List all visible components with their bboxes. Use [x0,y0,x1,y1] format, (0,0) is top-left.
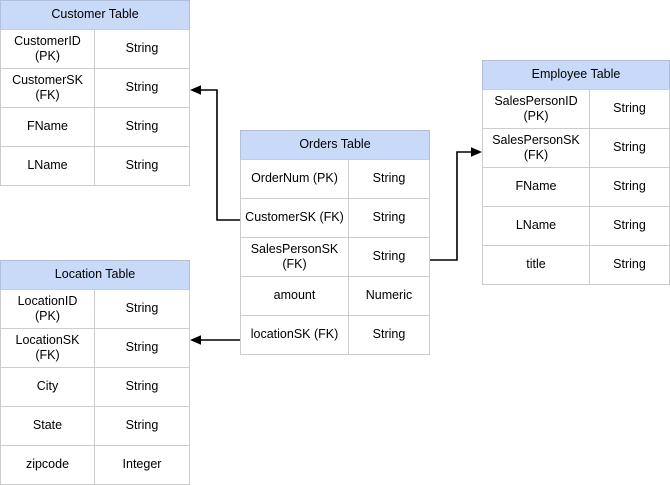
field-name: zipcode [0,445,95,485]
relationship-orders-to-employee [430,147,482,261]
field-name: CustomerSK (FK) [240,198,349,238]
entity-field-row[interactable]: LocationSK (FK) String [0,328,190,368]
entity-field-row[interactable]: SalesPersonSK (FK) String [240,237,430,277]
field-type: String [94,328,190,368]
field-name: locationSK (FK) [240,315,349,355]
entity-field-row[interactable]: title String [482,245,670,285]
entity-header-row: Customer Table [0,0,190,30]
field-type: String [94,107,190,147]
entity-header-row: Employee Table [482,60,670,90]
entity-field-row[interactable]: SalesPersonID (PK) String [482,89,670,129]
field-name: LocationSK (FK) [0,328,95,368]
entity-table-orders[interactable]: Orders Table OrderNum (PK) String Custom… [240,130,430,355]
field-type: String [94,29,190,69]
field-name: amount [240,276,349,316]
field-name: LName [0,146,95,186]
field-type: String [348,237,430,277]
field-type: String [94,367,190,407]
entity-title: Employee Table [482,60,670,90]
entity-title: Orders Table [240,130,430,160]
field-type: String [94,68,190,108]
field-type: Numeric [348,276,430,316]
field-type: Integer [94,445,190,485]
entity-field-row[interactable]: City String [0,367,190,407]
entity-field-row[interactable]: LName String [482,206,670,246]
field-type: String [589,206,670,246]
field-name: title [482,245,590,285]
field-name: FName [0,107,95,147]
entity-table-customer[interactable]: Customer Table CustomerID (PK) String Cu… [0,0,190,186]
entity-table-employee[interactable]: Employee Table SalesPersonID (PK) String… [482,60,670,285]
arrowhead-left-icon [190,85,201,95]
entity-field-row[interactable]: OrderNum (PK) String [240,159,430,199]
entity-header-row: Orders Table [240,130,430,160]
field-name: SalesPersonSK (FK) [482,128,590,168]
field-type: String [94,146,190,186]
field-type: String [94,289,190,329]
entity-field-row[interactable]: FName String [0,107,190,147]
entity-field-row[interactable]: CustomerID (PK) String [0,29,190,69]
entity-header-row: Location Table [0,260,190,290]
field-type: String [348,159,430,199]
field-name: FName [482,167,590,207]
entity-field-row[interactable]: SalesPersonSK (FK) String [482,128,670,168]
field-name: SalesPersonSK (FK) [240,237,349,277]
entity-field-row[interactable]: State String [0,406,190,446]
entity-field-row[interactable]: zipcode Integer [0,445,190,485]
field-name: City [0,367,95,407]
field-type: String [348,198,430,238]
arrowhead-right-icon [471,147,482,157]
field-name: CustomerSK (FK) [0,68,95,108]
relationship-orders-to-customer [190,85,240,221]
field-type: String [589,128,670,168]
field-type: String [589,89,670,129]
entity-table-location[interactable]: Location Table LocationID (PK) String Lo… [0,260,190,485]
entity-field-row[interactable]: FName String [482,167,670,207]
field-type: String [348,315,430,355]
field-name: SalesPersonID (PK) [482,89,590,129]
arrowhead-left-icon [190,335,201,345]
field-name: CustomerID (PK) [0,29,95,69]
entity-field-row[interactable]: LName String [0,146,190,186]
entity-field-row[interactable]: locationSK (FK) String [240,315,430,355]
field-name: LocationID (PK) [0,289,95,329]
field-type: String [589,245,670,285]
entity-field-row[interactable]: CustomerSK (FK) String [0,68,190,108]
entity-field-row[interactable]: amount Numeric [240,276,430,316]
entity-field-row[interactable]: CustomerSK (FK) String [240,198,430,238]
field-type: String [94,406,190,446]
field-name: State [0,406,95,446]
field-name: LName [482,206,590,246]
entity-field-row[interactable]: LocationID (PK) String [0,289,190,329]
field-name: OrderNum (PK) [240,159,349,199]
relationship-orders-to-location [190,335,240,345]
field-type: String [589,167,670,207]
entity-title: Location Table [0,260,190,290]
entity-title: Customer Table [0,0,190,30]
